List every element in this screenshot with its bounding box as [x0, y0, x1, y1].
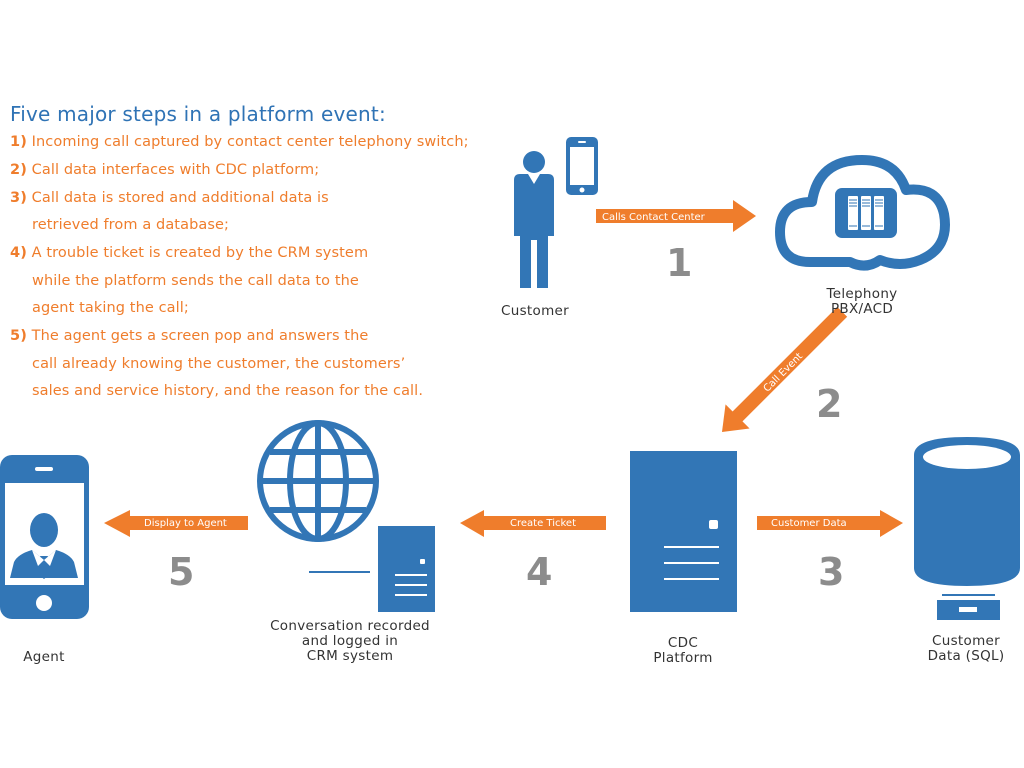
agent-avatar-icon [10, 513, 78, 579]
step-text: The agent gets a screen pop and answers … [31, 328, 369, 344]
label-line: PBX/ACD [830, 301, 894, 317]
step-5-cont-1: call already knowing the customer, the c… [32, 356, 406, 372]
label-line: Data (SQL) [927, 648, 1005, 664]
label-line: Telephony [826, 286, 898, 302]
smartphone-icon [566, 137, 598, 195]
step-number: 5) [10, 328, 27, 344]
label-line: CRM system [306, 648, 394, 664]
step-4-cont-1: while the platform sends the call data t… [32, 273, 359, 289]
globe-icon [257, 420, 379, 542]
label-line: and logged in [301, 633, 399, 649]
step-text: Incoming call captured by contact center… [31, 134, 469, 150]
crm-server-icon [309, 526, 435, 612]
step-text: A trouble ticket is created by the CRM s… [31, 245, 369, 261]
step-3-cont: retrieved from a database; [32, 217, 230, 233]
label-line: Customer [932, 633, 1000, 649]
customer-icon [514, 151, 554, 288]
arrow-display-to-agent: Display to Agent [104, 510, 248, 537]
label-line: CDC [667, 635, 699, 651]
label-line: Platform [653, 650, 713, 666]
cdc-platform-label: CDC Platform [633, 636, 733, 666]
step-number: 1) [10, 134, 27, 150]
step-number: 4) [10, 245, 27, 261]
arrow-label: Call Event [762, 351, 806, 395]
cdc-server-icon [630, 451, 737, 612]
step-4: 4) A trouble ticket is created by the CR… [10, 245, 368, 261]
customer-label: Customer [501, 303, 569, 319]
diagram-title: Five major steps in a platform event: [10, 102, 386, 126]
database-icon [914, 437, 1020, 620]
step-text: Call data is stored and additional data … [31, 190, 329, 206]
customer-data-label: Customer Data (SQL) [908, 634, 1024, 664]
step-2: 2) Call data interfaces with CDC platfor… [10, 162, 319, 178]
step-5: 5) The agent gets a screen pop and answe… [10, 328, 368, 344]
step-number-1: 1 [666, 241, 692, 285]
step-3: 3) Call data is stored and additional da… [10, 190, 329, 206]
agent-label: Agent [23, 649, 65, 665]
arrow-label: Customer Data [771, 518, 847, 529]
arrow-label: Display to Agent [144, 518, 227, 529]
step-4-cont-2: agent taking the call; [32, 300, 189, 316]
step-number-5: 5 [168, 550, 194, 594]
arrow-label: Create Ticket [510, 518, 576, 529]
step-number: 3) [10, 190, 27, 206]
step-text: Call data interfaces with CDC platform; [31, 162, 320, 178]
step-number-3: 3 [818, 550, 844, 594]
cloud-icon [775, 155, 950, 271]
arrow-label: Calls Contact Center [602, 212, 706, 223]
step-5-cont-2: sales and service history, and the reaso… [32, 383, 424, 399]
step-number-2: 2 [816, 382, 842, 426]
telephony-label: Telephony PBX/ACD [800, 287, 924, 317]
step-number-4: 4 [526, 550, 552, 594]
step-1: 1) Incoming call captured by contact cen… [10, 134, 469, 150]
label-line: Conversation recorded [270, 618, 430, 634]
arrow-create-ticket: Create Ticket [460, 510, 606, 537]
arrow-calls-contact-center: Calls Contact Center [596, 200, 756, 232]
crm-label: Conversation recorded and logged in CRM … [255, 619, 445, 664]
arrow-customer-data: Customer Data [757, 510, 903, 537]
step-number: 2) [10, 162, 27, 178]
